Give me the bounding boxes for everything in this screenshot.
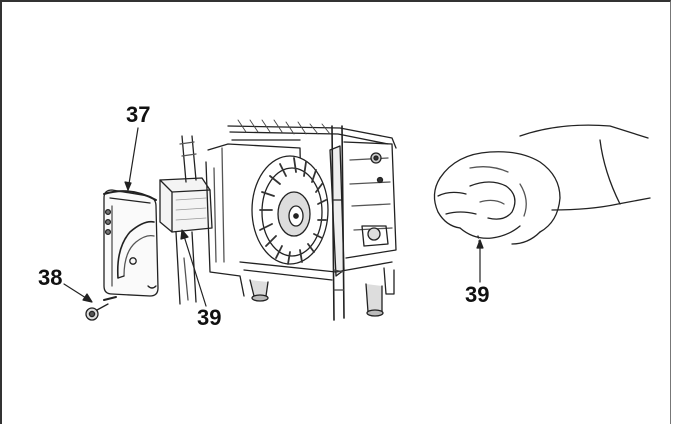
callout-39-filter: 39 xyxy=(197,305,222,330)
air-filter-cover-drawing xyxy=(103,189,159,297)
generator-body-drawing xyxy=(175,119,397,321)
callout-39-hand: 39 xyxy=(465,282,490,307)
hand-squeezing-drawing xyxy=(433,124,651,247)
callout-38: 38 xyxy=(38,265,63,290)
air-filter-element-drawing xyxy=(159,177,213,233)
callout-37: 37 xyxy=(126,102,151,127)
screw-drawing xyxy=(85,296,117,321)
leader-lines xyxy=(63,127,484,307)
